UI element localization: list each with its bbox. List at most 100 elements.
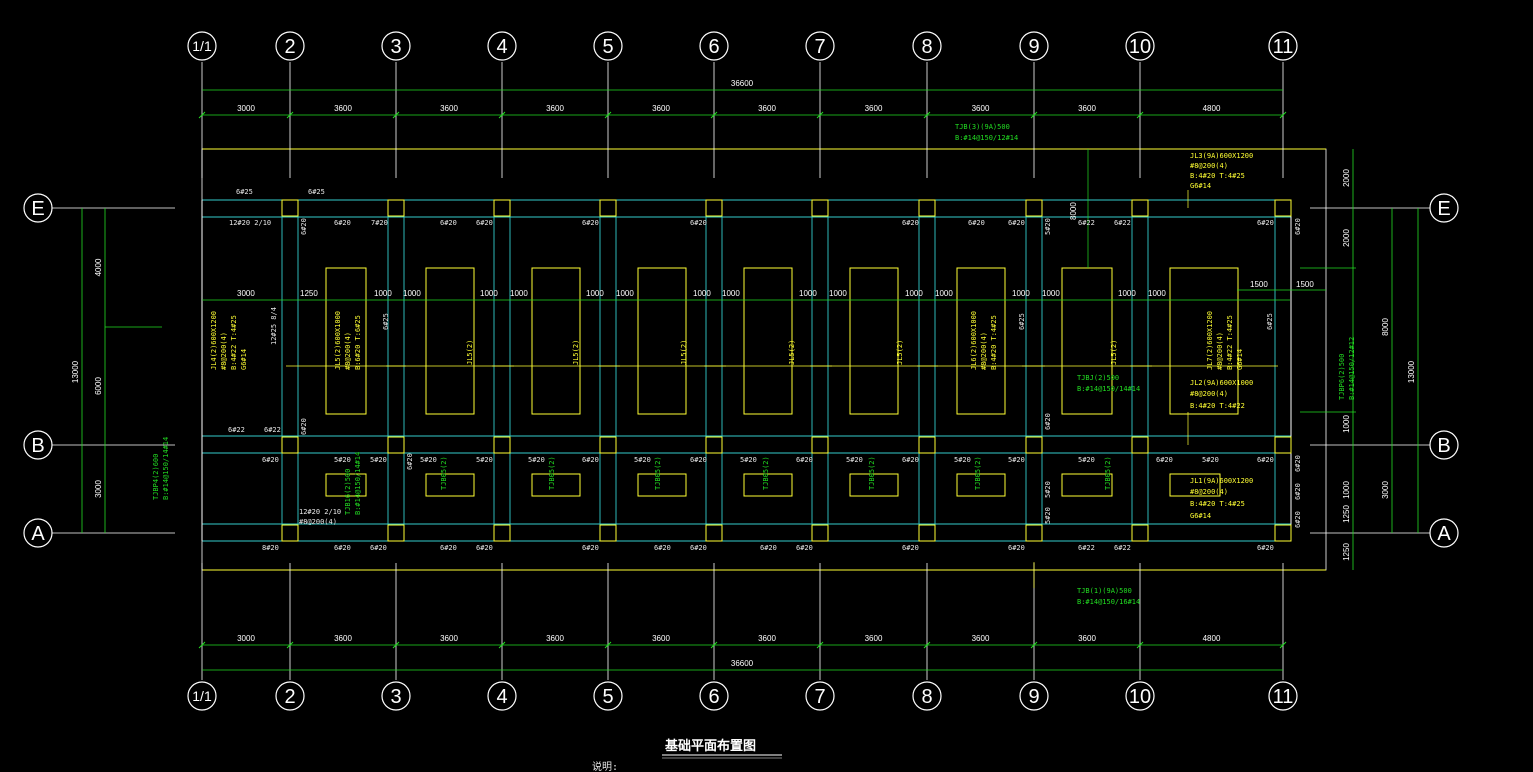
pier-square xyxy=(1025,199,1043,217)
dim-tick xyxy=(498,111,506,119)
dim-tick xyxy=(1030,641,1038,649)
rebar-vert-15: 6#20 xyxy=(406,453,414,470)
tjbp-left-label-2: B:#14@150/14#14 xyxy=(162,437,170,500)
dim-seg-text: 3600 xyxy=(972,104,990,113)
rebar-620-b: 6#20 xyxy=(440,219,457,227)
tjb-top-label-1: TJB(3)(9A)500 xyxy=(955,123,1010,131)
jl3-label-2: #8@200(4) xyxy=(1190,162,1228,170)
tjb-bay-7: TJB05(2) xyxy=(762,456,770,490)
dim-right-seg: 1250 xyxy=(1342,543,1351,561)
jl3-label-4: G6#14 xyxy=(1190,182,1211,190)
foundation-pad-small xyxy=(956,473,1006,497)
rebar-520-f: 5#20 xyxy=(634,456,651,464)
rebar-620-i: 6#20 xyxy=(1257,219,1274,227)
dim-tick xyxy=(1136,641,1144,649)
rebar-620-p: 6#20 xyxy=(1257,456,1274,464)
rebar-top-625-b: 6#25 xyxy=(308,188,325,196)
inner-dim-1000-i: 1000 xyxy=(799,289,817,298)
jl6-label-2: #8@200(4) xyxy=(980,332,988,370)
pier-square xyxy=(811,524,829,542)
rebar-520-j: 5#20 xyxy=(1008,456,1025,464)
pier-squares xyxy=(281,199,1292,542)
jl7-label-3: B:4#22 T:4#25 xyxy=(1226,315,1234,370)
dim-seg-text: 3000 xyxy=(237,634,255,643)
axis-bubble-col xyxy=(805,681,835,711)
rebar-vert-6: 6#25 xyxy=(1266,313,1274,330)
rebar-620-x: 6#20 xyxy=(760,544,777,552)
pier-square xyxy=(599,524,617,542)
rebar-820-a: 8#20 xyxy=(262,544,279,552)
foundation-pad xyxy=(531,267,581,415)
inner-dim-3000: 3000 xyxy=(237,289,255,298)
jl2-label-3: B:4#20 T:4#22 xyxy=(1190,402,1245,410)
dim-seg-text: 3000 xyxy=(237,104,255,113)
pier-square xyxy=(387,524,405,542)
foundation-pad-small xyxy=(325,473,367,497)
dim-tick xyxy=(923,641,931,649)
jl7-label-1: JL7(2)600X1200 xyxy=(1206,311,1214,370)
inner-dim-1000-n: 1000 xyxy=(1042,289,1060,298)
axis-bubble-col xyxy=(275,681,305,711)
axis-bubble-col xyxy=(699,681,729,711)
note-label: 说明: xyxy=(592,760,618,772)
dim-seg-text: 3600 xyxy=(440,104,458,113)
rebar-620-a: 6#20 xyxy=(334,219,351,227)
pier-square xyxy=(705,436,723,454)
rebar-620-r: 6#20 xyxy=(370,544,387,552)
axis-label-col: 3 xyxy=(390,686,401,708)
rebar-620-w: 6#20 xyxy=(690,544,707,552)
tjb-bay-8: TJB05(2) xyxy=(868,456,876,490)
dim-total-text: 36600 xyxy=(731,79,754,88)
jl3-label-1: JL3(9A)600X1200 xyxy=(1190,152,1253,160)
dim-right-seg: 1250 xyxy=(1342,505,1351,523)
dim-seg-text: 3600 xyxy=(1078,634,1096,643)
pier-square xyxy=(493,436,511,454)
axis-bubble-row xyxy=(23,430,53,460)
dim-seg-text: 3600 xyxy=(440,634,458,643)
axis-bubble-col xyxy=(275,31,305,61)
foundation-pad-small xyxy=(1169,473,1221,497)
drawing-title: 基础平面布置图 xyxy=(664,738,756,754)
jl1-label-2: #8@200(4) xyxy=(1190,488,1228,496)
axis-label-row: E xyxy=(1437,198,1450,220)
pier-square xyxy=(599,436,617,454)
jl6-label-3: B:4#20 T:4#25 xyxy=(990,315,998,370)
rebar-622-e: 6#22 xyxy=(1078,544,1095,552)
axis-bubble-row xyxy=(23,193,53,223)
rebar-620-n: 6#20 xyxy=(902,456,919,464)
foundation-pad xyxy=(1061,267,1113,415)
rebar-520-c: 5#20 xyxy=(420,456,437,464)
dim-tick xyxy=(498,641,506,649)
jl7-label-2: #8@200(4) xyxy=(1216,332,1224,370)
rebar-vert-5: 6#25 xyxy=(1018,313,1026,330)
inner-dim-1250: 1250 xyxy=(300,289,318,298)
pier-square xyxy=(1025,436,1043,454)
axis-label-col: 2 xyxy=(284,686,295,708)
dim-seg-text: 3600 xyxy=(758,104,776,113)
jl2-label-1: JL2(9A)600X1000 xyxy=(1190,379,1253,387)
rebar-620-e: 6#20 xyxy=(690,219,707,227)
rebar-520-l: 5#20 xyxy=(1202,456,1219,464)
dim-right-seg: 2000 xyxy=(1342,229,1351,247)
rebar-620-q: 6#20 xyxy=(334,544,351,552)
tjbp-left-label-1: TJBP4(2)600 xyxy=(152,454,160,500)
foundation-pad xyxy=(849,267,899,415)
axis-label-col: 7 xyxy=(814,36,825,58)
axis-bubble-col xyxy=(487,31,517,61)
rebar-520-g: 5#20 xyxy=(740,456,757,464)
dim-right-mid: 3000 xyxy=(1381,481,1390,499)
pier-square xyxy=(918,524,936,542)
pier-square xyxy=(1274,524,1292,542)
dim-total-text: 36600 xyxy=(731,659,754,668)
foundation-pad-small xyxy=(531,473,581,497)
foundation-pad-small xyxy=(425,473,475,497)
axis-bubble-col xyxy=(1125,31,1155,61)
inner-dim-1000-g: 1000 xyxy=(693,289,711,298)
rebar-620-k: 6#20 xyxy=(582,456,599,464)
tjb-bay-5: TJB05(2) xyxy=(548,456,556,490)
dim-tick xyxy=(816,111,824,119)
axis-label-col: 8 xyxy=(921,36,932,58)
dim-seg-text: 3600 xyxy=(652,634,670,643)
column-beam-strips xyxy=(281,200,1276,541)
